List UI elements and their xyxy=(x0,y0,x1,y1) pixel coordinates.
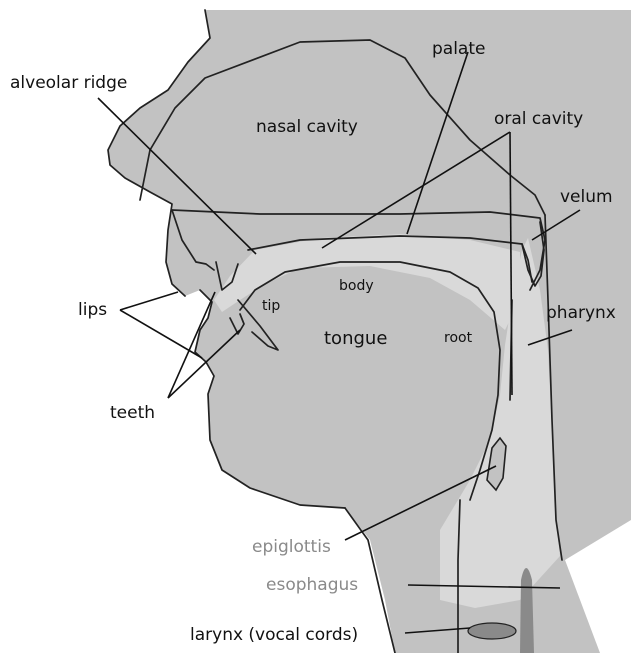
label-pharynx: pharynx xyxy=(546,303,616,323)
esophagus-shape xyxy=(520,568,534,653)
label-oral-cavity: oral cavity xyxy=(494,109,583,129)
label-teeth: teeth xyxy=(110,403,155,423)
label-epiglottis: epiglottis xyxy=(252,537,331,557)
leader-lips-upper xyxy=(120,292,178,310)
label-alveolar-ridge: alveolar ridge xyxy=(10,73,127,93)
label-tongue: tongue xyxy=(324,328,387,349)
larynx-shape xyxy=(468,623,516,639)
label-body: body xyxy=(339,278,374,294)
label-esophagus: esophagus xyxy=(266,575,358,595)
label-nasal-cavity: nasal cavity xyxy=(256,117,358,137)
label-velum: velum xyxy=(560,187,613,207)
label-tip: tip xyxy=(262,298,280,314)
label-root: root xyxy=(444,330,473,346)
label-lips: lips xyxy=(78,300,107,320)
label-larynx: larynx (vocal cords) xyxy=(190,625,358,645)
label-palate: palate xyxy=(432,39,485,59)
